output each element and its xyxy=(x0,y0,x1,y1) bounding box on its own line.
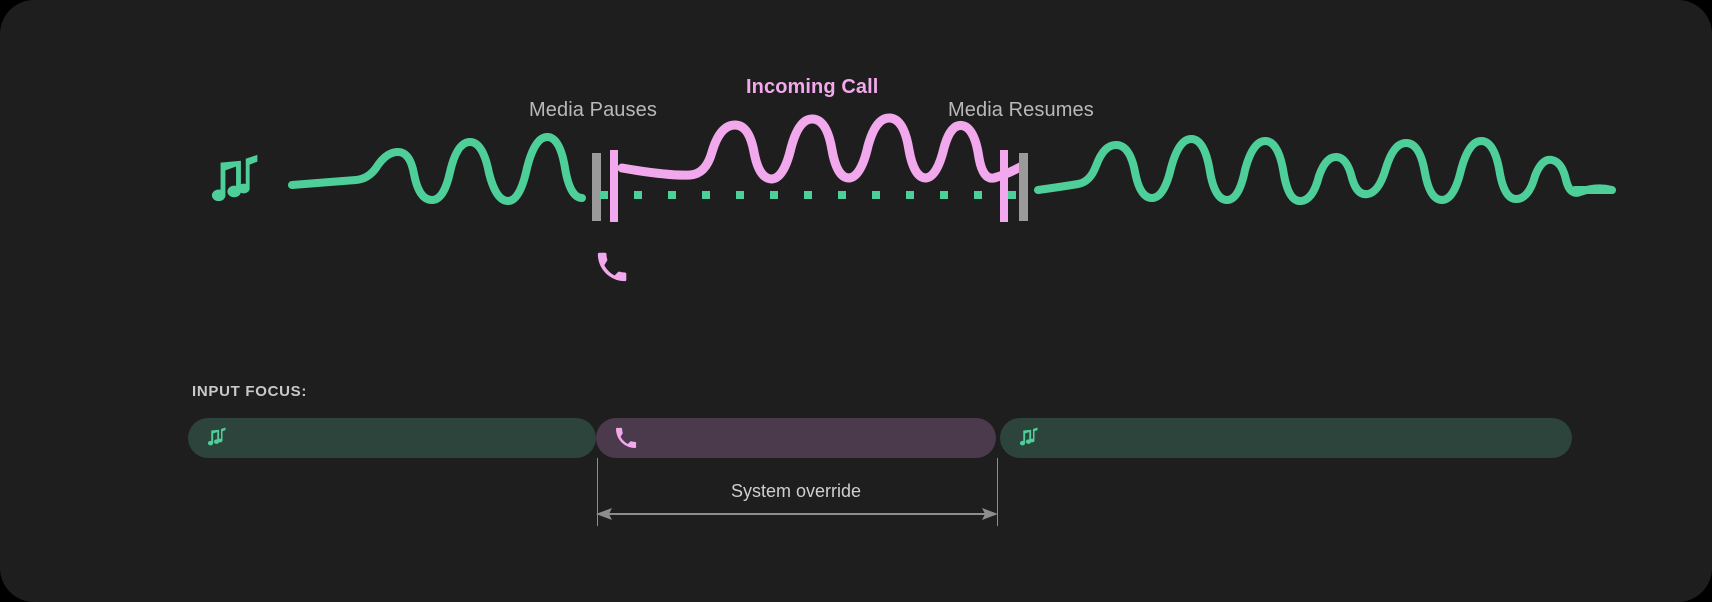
media-resume-marker-gray xyxy=(1019,153,1028,221)
waveform-svg xyxy=(288,113,1616,222)
focus-lane-call[interactable] xyxy=(596,418,996,458)
call-waveform xyxy=(617,113,1027,184)
media-waveform-before xyxy=(288,133,586,205)
media-ducked-dotted-track xyxy=(600,191,1016,199)
double-headed-arrow-icon xyxy=(596,508,998,520)
incoming-call-label: Incoming Call xyxy=(746,76,879,98)
media-resumes-label: Media Resumes xyxy=(948,99,1094,121)
call-end-marker-pink xyxy=(1000,150,1008,222)
audio-timeline: Media Pauses Incoming Call Media Resumes xyxy=(211,76,1616,282)
media-pause-marker-gray xyxy=(592,153,601,221)
focus-lane-media-before[interactable] xyxy=(188,418,596,458)
system-override-right-boundary xyxy=(997,458,998,526)
system-override-left-boundary xyxy=(597,458,598,526)
call-start-marker-pink xyxy=(610,150,618,222)
phone-handset-icon xyxy=(597,252,627,282)
music-notes-icon xyxy=(207,427,226,446)
system-override-label: System override xyxy=(730,481,862,501)
focus-lane-media-after[interactable] xyxy=(1000,418,1572,458)
music-notes-icon xyxy=(1019,427,1038,446)
input-focus-title: INPUT FOCUS: xyxy=(192,383,308,400)
media-pauses-label: Media Pauses xyxy=(529,99,657,121)
media-waveform-after xyxy=(1034,135,1616,205)
music-notes-icon xyxy=(211,154,258,202)
phone-handset-icon xyxy=(616,427,637,448)
